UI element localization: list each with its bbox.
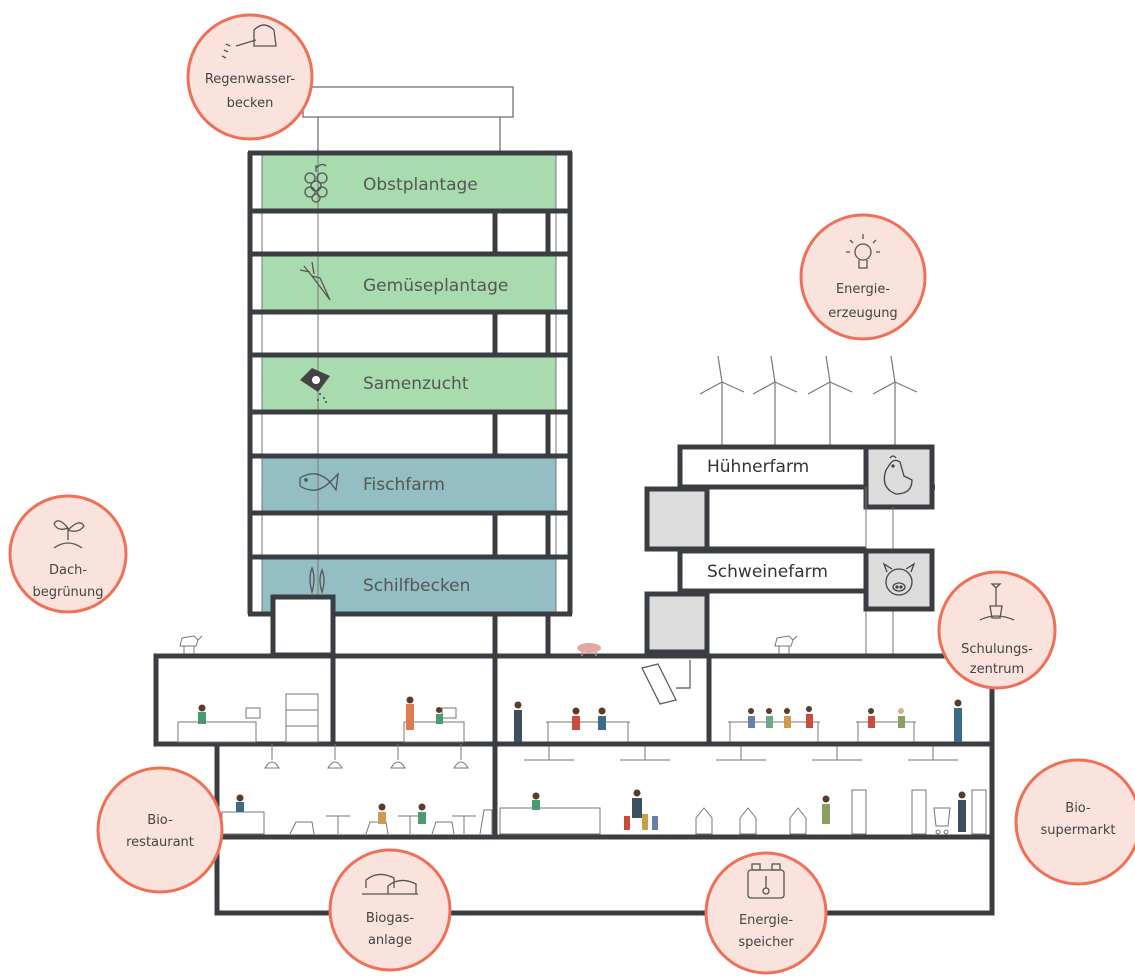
circle-label-biorestaurant-1: Bio- — [147, 813, 173, 828]
fish-icon — [299, 472, 339, 492]
circle-label-dachbegruenung-2: begrünung — [32, 585, 103, 600]
carrot-icon — [299, 261, 331, 301]
circle-dachbegruenung: Dach- begrünung — [8, 494, 128, 614]
circle-label-energiespeicher-1: Energie- — [739, 913, 793, 928]
farm-label-schweinefarm: Schweinefarm — [707, 562, 828, 582]
floor-obstplantage-fill — [262, 155, 556, 209]
circle-label-energiespeicher-2: speicher — [738, 935, 794, 950]
chicken-icon-box — [863, 444, 935, 510]
wind-turbines — [699, 355, 918, 446]
grey-block-lower — [644, 591, 710, 655]
shovel-icon — [979, 583, 1015, 621]
battery-thermometer-icon — [747, 863, 785, 899]
circle-label-biosupermarkt-1: Bio- — [1065, 801, 1091, 816]
circle-regenwasserbecken: Regenwasser- becken — [186, 13, 314, 141]
floor-label-samenzucht: Samenzucht — [363, 374, 469, 394]
grey-block-upper — [644, 486, 710, 552]
circle-label-regenwasser-2: becken — [227, 96, 274, 111]
circle-label-biorestaurant-2: restaurant — [126, 835, 194, 850]
circle-energiespeicher: Energie- speicher — [704, 851, 828, 975]
floor-gemueseplantage-fill — [262, 256, 556, 310]
biogas-tank-icon — [362, 873, 418, 895]
circle-label-schulungszentrum-1: Schulungs- — [961, 642, 1033, 657]
reed-icon — [309, 566, 325, 595]
circle-label-dachbegruenung-1: Dach- — [49, 563, 87, 578]
chicken-icon — [883, 455, 913, 495]
circle-schulungszentrum: Schulungs- zentrum — [937, 570, 1057, 690]
ceiling-lamps — [264, 744, 958, 769]
elevator-box — [270, 594, 336, 658]
circle-label-energieerzeugung-2: erzeugung — [828, 306, 897, 321]
grapes-icon — [304, 163, 328, 203]
circle-label-biogasanlage-2: anlage — [368, 933, 412, 948]
ramp — [641, 663, 677, 705]
circle-label-biogasanlage-1: Biogas- — [366, 911, 414, 926]
watering-can-icon — [221, 24, 277, 59]
light-bulb-icon — [846, 234, 880, 269]
circle-label-biosupermarkt-2: supermarkt — [1041, 823, 1116, 838]
goat-icon-right — [774, 635, 798, 654]
circle-label-regenwasser-1: Regenwasser- — [205, 72, 296, 87]
base-building — [153, 635, 995, 916]
seedling-icon — [53, 520, 85, 549]
floor-label-schilfbecken: Schilfbecken — [363, 576, 470, 596]
people-level-0 — [236, 789, 966, 832]
floor-label-obstplantage: Obstplantage — [363, 175, 478, 195]
people-level-1 — [198, 696, 962, 742]
circle-biogasanlage: Biogas- anlage — [328, 848, 452, 972]
pig-icon-box — [863, 548, 935, 612]
circle-energieerzeugung: Energie- erzeugung — [799, 213, 927, 341]
goat-icon-left — [179, 635, 203, 654]
circle-biorestaurant: Bio- restaurant — [96, 766, 224, 894]
pig-icon — [882, 562, 916, 596]
circle-label-energieerzeugung-1: Energie- — [836, 282, 890, 297]
circle-biosupermarkt: Bio- supermarkt — [1014, 758, 1135, 886]
floor-fischfarm-fill — [262, 458, 556, 511]
circle-label-schulungszentrum-2: zentrum — [970, 662, 1024, 677]
rain-tank — [302, 86, 514, 118]
seed-packet-icon — [300, 368, 330, 403]
office-furniture — [177, 693, 916, 743]
tower: Obstplantage Gemüseplantage Samenzucht F… — [247, 86, 573, 658]
floor-label-fischfarm: Fischfarm — [363, 475, 445, 495]
pig-figure-roof — [577, 643, 601, 656]
farm-label-huehnerfarm: Hühnerfarm — [707, 457, 809, 477]
floor-label-gemueseplantage: Gemüseplantage — [363, 276, 508, 296]
animal-farm-block: Hühnerfarm Schweinefarm — [644, 355, 935, 655]
